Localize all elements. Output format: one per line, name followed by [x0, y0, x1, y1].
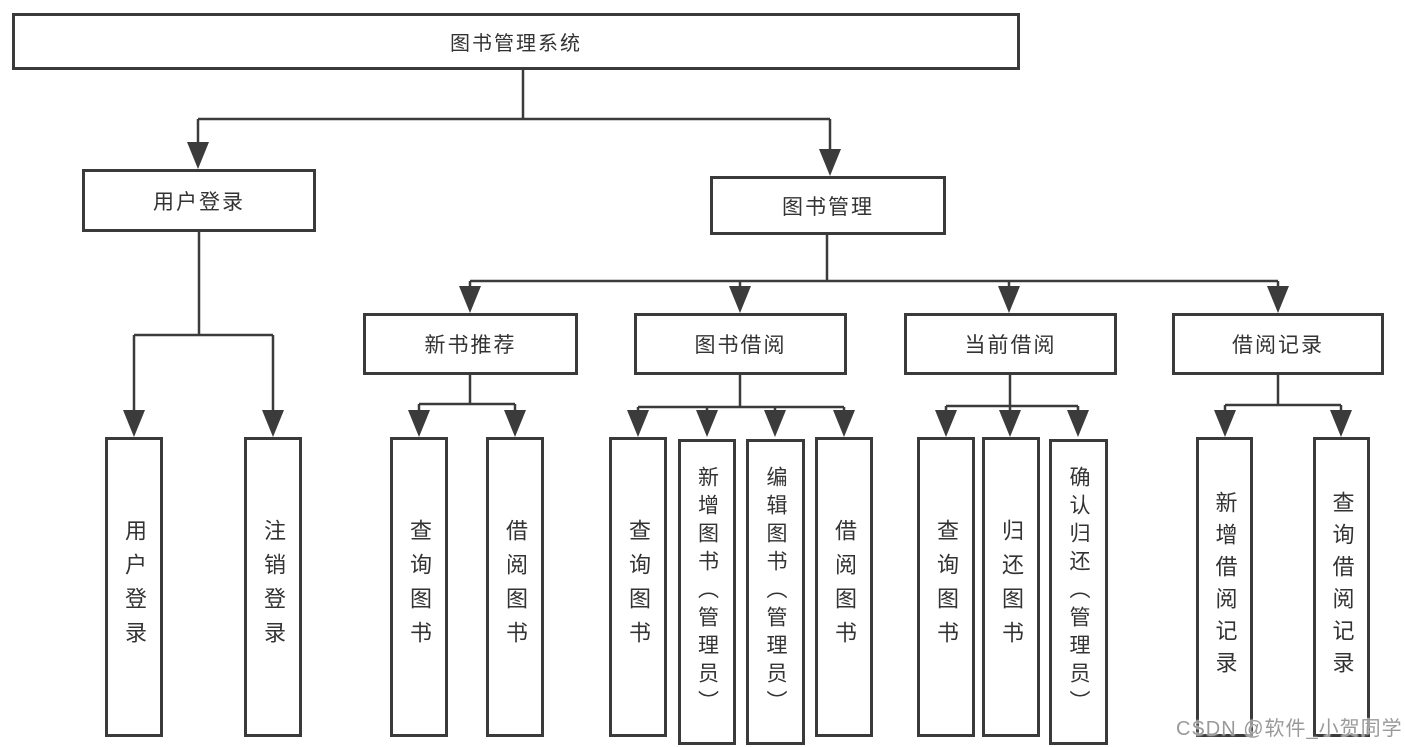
leaf-edit-book-admin: 编辑图书（管理员） [746, 439, 805, 745]
leaf-query-book-2: 查询图书 [609, 437, 667, 737]
node-user-login: 用户登录 [82, 169, 316, 232]
leaf-query-borrow-record: 查询借阅记录 [1313, 437, 1370, 737]
leaf-query-book-3: 查询图书 [917, 437, 975, 737]
csdn-watermark: CSDN @软件_小贺同学 [1176, 718, 1403, 740]
leaf-query-book-1: 查询图书 [390, 437, 448, 737]
leaf-add-book-admin: 新增图书（管理员） [678, 439, 736, 745]
arrowheads [123, 142, 1352, 437]
node-new-book-recommend: 新书推荐 [363, 313, 578, 375]
leaf-borrow-book-1: 借阅图书 [486, 437, 544, 737]
node-book-borrow: 图书借阅 [634, 313, 847, 375]
leaf-borrow-book-2: 借阅图书 [815, 437, 873, 737]
leaf-user-login: 用户登录 [105, 437, 163, 737]
leaf-confirm-return-admin: 确认归还（管理员） [1049, 439, 1108, 745]
leaf-logout: 注销登录 [244, 437, 302, 737]
node-book-management: 图书管理 [710, 176, 946, 235]
node-borrow-record: 借阅记录 [1172, 313, 1384, 375]
leaf-return-book: 归还图书 [982, 437, 1040, 737]
node-root: 图书管理系统 [12, 13, 1020, 70]
node-current-borrow: 当前借阅 [904, 313, 1117, 375]
leaf-add-borrow-record: 新增借阅记录 [1196, 437, 1253, 737]
